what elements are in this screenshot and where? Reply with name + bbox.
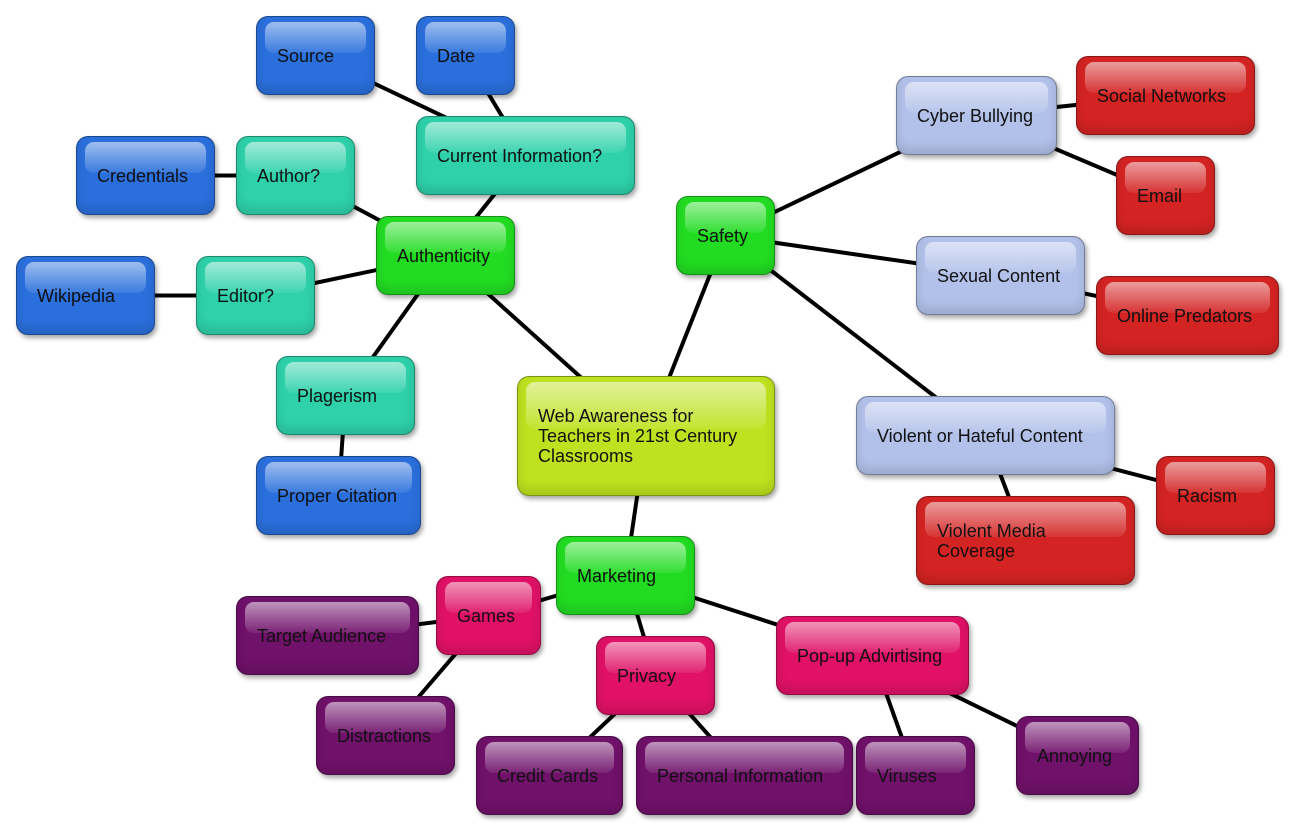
node-label: Viruses <box>877 765 937 786</box>
node-email[interactable]: Email <box>1116 156 1215 235</box>
node-marketing[interactable]: Marketing <box>556 536 695 615</box>
node-safety[interactable]: Safety <box>676 196 775 275</box>
node-authenticity[interactable]: Authenticity <box>376 216 515 295</box>
node-date[interactable]: Date <box>416 16 515 95</box>
node-label: Violent or Hateful Content <box>877 425 1083 446</box>
node-plagerism[interactable]: Plagerism <box>276 356 415 435</box>
node-label: Games <box>457 605 516 626</box>
node-label: Plagerism <box>297 385 378 406</box>
node-racism[interactable]: Racism <box>1156 456 1275 535</box>
node-label: Social Networks <box>1097 85 1227 106</box>
node-author[interactable]: Author? <box>236 136 355 215</box>
node-label: Privacy <box>617 665 677 686</box>
node-personal-info[interactable]: Personal Information <box>636 736 853 815</box>
node-label: Violent Media Coverage <box>937 520 1046 561</box>
node-label: Wikipedia <box>37 285 116 306</box>
node-label: Safety <box>697 225 749 246</box>
node-cyber-bullying[interactable]: Cyber Bullying <box>896 76 1057 155</box>
node-violent-media[interactable]: Violent Media Coverage <box>916 496 1135 585</box>
node-label: Email <box>1137 185 1183 206</box>
node-label: Credit Cards <box>497 765 599 786</box>
node-credit-cards[interactable]: Credit Cards <box>476 736 623 815</box>
node-viruses[interactable]: Viruses <box>856 736 975 815</box>
node-privacy[interactable]: Privacy <box>596 636 715 715</box>
node-violent-content[interactable]: Violent or Hateful Content <box>856 396 1115 475</box>
node-label: Web Awareness for Teachers in 21st Centu… <box>538 406 738 466</box>
node-label: Marketing <box>577 565 657 586</box>
node-source[interactable]: Source <box>256 16 375 95</box>
node-editor[interactable]: Editor? <box>196 256 315 335</box>
node-label: Author? <box>257 165 321 186</box>
node-label: Racism <box>1177 485 1238 506</box>
node-label: Pop-up Advirtising <box>797 645 943 666</box>
node-annoying[interactable]: Annoying <box>1016 716 1139 795</box>
node-label: Authenticity <box>397 245 491 266</box>
node-target-audience[interactable]: Target Audience <box>236 596 419 675</box>
node-label: Credentials <box>97 165 189 186</box>
node-label: Annoying <box>1037 745 1113 766</box>
node-label: Proper Citation <box>277 485 398 506</box>
node-label: Date <box>437 45 476 66</box>
node-label: Target Audience <box>257 625 387 646</box>
node-label: Online Predators <box>1117 305 1253 326</box>
node-games[interactable]: Games <box>436 576 541 655</box>
node-popup[interactable]: Pop-up Advirtising <box>776 616 969 695</box>
node-proper-citation[interactable]: Proper Citation <box>256 456 421 535</box>
node-label: Sexual Content <box>937 265 1061 286</box>
node-current-info[interactable]: Current Information? <box>416 116 635 195</box>
node-label: Cyber Bullying <box>917 105 1034 126</box>
node-label: Editor? <box>217 285 275 306</box>
node-root[interactable]: Web Awareness for Teachers in 21st Centu… <box>517 376 775 496</box>
node-credentials[interactable]: Credentials <box>76 136 215 215</box>
node-social-networks[interactable]: Social Networks <box>1076 56 1255 135</box>
node-label: Personal Information <box>657 765 824 786</box>
node-wikipedia[interactable]: Wikipedia <box>16 256 155 335</box>
node-label: Source <box>277 45 335 66</box>
node-sexual-content[interactable]: Sexual Content <box>916 236 1085 315</box>
node-label: Distractions <box>337 725 432 746</box>
node-label: Current Information? <box>437 145 603 166</box>
node-online-predators[interactable]: Online Predators <box>1096 276 1279 355</box>
node-distractions[interactable]: Distractions <box>316 696 455 775</box>
